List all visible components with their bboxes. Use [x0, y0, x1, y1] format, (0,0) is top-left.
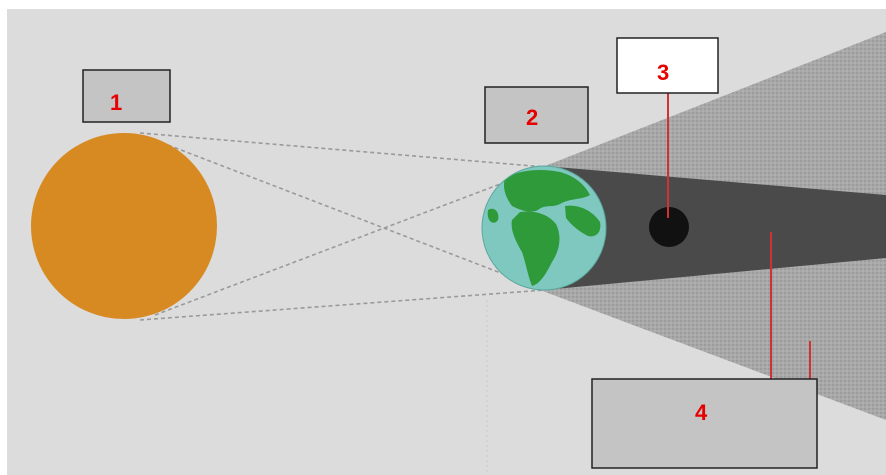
label-box-1: 1: [82, 69, 171, 123]
sun-icon: [31, 133, 217, 319]
label-box-4: 4: [591, 378, 818, 469]
label-box-2: 2: [484, 86, 589, 144]
earth-globe-icon: [481, 165, 607, 291]
label-box-3: 3: [616, 37, 719, 94]
label-3-text: 3: [657, 60, 669, 85]
outer-tangent-bottom: [139, 289, 546, 321]
label-4-text: 4: [695, 400, 708, 425]
outer-tangent-top: [139, 132, 546, 168]
moon-icon: [649, 207, 689, 247]
label-1-text: 1: [110, 90, 122, 115]
tangent-lines: [139, 132, 546, 321]
umbra-shadow: [544, 166, 886, 290]
label-2-text: 2: [526, 105, 538, 130]
